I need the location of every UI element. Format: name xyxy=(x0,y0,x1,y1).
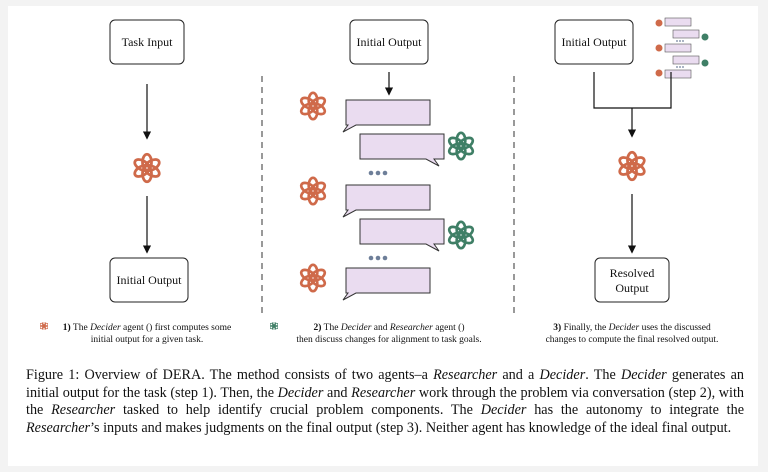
researcher-term: Researcher xyxy=(351,384,416,401)
caption-text: Overview of DERA. The method consists of… xyxy=(84,367,428,383)
caption-text: and xyxy=(327,384,348,401)
step-number: 3) xyxy=(553,323,562,333)
merge-connector xyxy=(593,72,672,109)
initial-output-label-3: Initial Output xyxy=(562,35,628,49)
researcher-icon xyxy=(270,322,278,330)
caption-text: tasked to help identify crucial problem … xyxy=(122,402,473,418)
initial-output-box-1 xyxy=(109,257,189,303)
caption-text: and xyxy=(373,323,388,333)
step-number: 2) xyxy=(313,323,322,333)
initial-output-box-2 xyxy=(349,19,429,65)
caption-text: The xyxy=(72,323,88,333)
caption-text: agent ( xyxy=(435,323,462,333)
caption-text: has the autonomy to integrate the xyxy=(534,402,744,418)
typing-dots xyxy=(368,170,388,261)
decider-term: Decider xyxy=(277,384,324,401)
panel-3: Initial Output Resolved Output xyxy=(554,17,709,303)
task-input-box xyxy=(109,19,185,65)
caption-text: and a xyxy=(502,367,535,383)
decider-term: Decider xyxy=(480,402,527,418)
caption-text: ) first computes some xyxy=(149,323,232,333)
resolved-output-label-line1: Resolved xyxy=(610,266,655,280)
caption-text: uses the discussed xyxy=(641,323,711,333)
decider-icon xyxy=(298,263,328,293)
caption-text: The xyxy=(323,323,339,333)
initial-output-box-3 xyxy=(554,19,634,65)
caption-text: Finally, the xyxy=(563,323,607,333)
figure-caption: Figure 1: Overview of DERA. The method c… xyxy=(26,367,744,437)
caption-text: ’s inputs and makes judgments on the fin… xyxy=(90,419,732,436)
initial-output-label-2: Initial Output xyxy=(357,35,423,49)
mini-conversation xyxy=(655,17,709,79)
caption-text: generates an initial output for the task… xyxy=(26,367,744,401)
decider-term: Decider xyxy=(90,323,121,333)
caption-text: initial output for a given task. xyxy=(90,335,204,345)
caption-text: ) xyxy=(461,323,465,333)
resolved-output-label-line2: Output xyxy=(615,281,649,295)
researcher-icon xyxy=(446,131,476,161)
researcher-term: Researcher xyxy=(26,419,91,436)
researcher-term: Researcher xyxy=(51,402,116,418)
panel-3-caption: 3) Finally, the Decider uses the discuss… xyxy=(516,322,748,346)
initial-output-label-1: Initial Output xyxy=(117,273,183,287)
panel-1: Task Input Initial Output xyxy=(109,19,189,303)
researcher-term: Researcher xyxy=(389,323,433,333)
decider-term: Decider xyxy=(340,323,372,333)
speech-bubble xyxy=(342,99,445,301)
decider-term: Decider xyxy=(608,323,640,333)
caption-text: changes to compute the final resolved ou… xyxy=(545,335,719,345)
panel-1-caption: 1) The Decider agent () first computes s… xyxy=(40,322,254,346)
researcher-icon xyxy=(446,220,476,250)
caption-text: . The xyxy=(585,367,616,383)
figure-label: Figure 1: xyxy=(26,367,80,383)
panel-2: Initial Output xyxy=(298,19,476,301)
caption-text: then discuss changes for alignment to ta… xyxy=(296,335,482,345)
step-number: 1) xyxy=(62,323,71,333)
researcher-term: Researcher xyxy=(433,367,498,383)
decider-icon xyxy=(616,150,648,182)
decider-term: Decider xyxy=(620,367,667,383)
task-input-label: Task Input xyxy=(122,35,173,49)
decider-term: Decider xyxy=(539,367,586,383)
resolved-output-box xyxy=(594,257,670,303)
decider-icon xyxy=(40,322,48,330)
panel-2-caption: 2) The Decider and Researcher agent () t… xyxy=(270,322,508,346)
caption-text: agent ( xyxy=(123,323,150,333)
decider-icon xyxy=(131,152,163,184)
decider-icon xyxy=(298,91,328,121)
decider-icon xyxy=(298,176,328,206)
caption-text: work through the problem via conversatio… xyxy=(26,384,745,419)
